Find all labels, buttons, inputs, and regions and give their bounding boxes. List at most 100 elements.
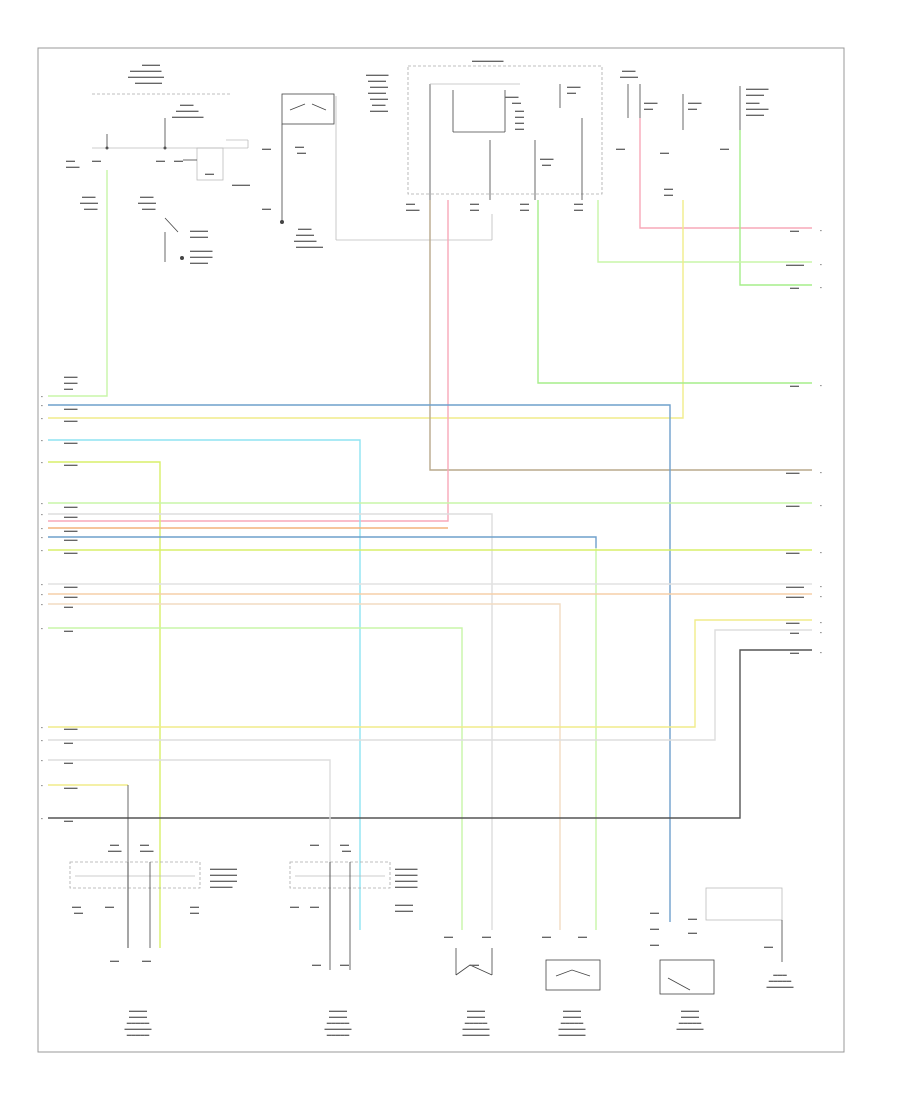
svg-text:▬▬▬: ▬▬▬ <box>298 226 312 231</box>
component-left-module: ▬▬ ▬▬▬ ▬▬ ▬▬▬ ▬▬▬▬▬▬ ▬▬▬▬▬▬ ▬▬▬▬▬▬ ▬▬▬▬▬… <box>69 842 238 1037</box>
svg-text:▬▬: ▬▬ <box>470 207 480 212</box>
svg-text:▬▬▬▬▬: ▬▬▬▬▬ <box>395 884 418 889</box>
svg-text:▬▬▬: ▬▬▬ <box>540 156 554 161</box>
svg-text:▬▬: ▬▬ <box>644 106 654 111</box>
center-top-component: ▬▬ ▬▬ ▬▬ ▬▬ ▬▬▬ ▬▬▬▬ ▬▬▬▬▬ ▬▬▬▬▬▬ <box>262 93 335 249</box>
svg-text:▬▬▬▬: ▬▬▬▬ <box>370 108 389 113</box>
svg-text:▬▬▬▬: ▬▬▬▬ <box>129 1008 148 1013</box>
svg-text:▬▬▬: ▬▬▬ <box>64 785 78 790</box>
svg-text:▬▬▬▬▬: ▬▬▬▬▬ <box>746 86 769 91</box>
svg-text:▬▬▬: ▬▬▬ <box>688 100 702 105</box>
svg-text:▬▬▬▬▬▬: ▬▬▬▬▬▬ <box>463 1032 491 1037</box>
svg-text:▬▬▬▬▬: ▬▬▬▬▬ <box>366 72 389 77</box>
svg-text:▬▬▬: ▬▬▬ <box>773 972 787 977</box>
component-left-mid-module: ▬▬ ▬▬ ▬▬ ▬▬▬▬▬ ▬▬▬▬▬ ▬▬▬▬▬ ▬▬▬▬▬ ▬▬▬▬ ▬▬… <box>289 842 418 1037</box>
svg-text:▬▬▬: ▬▬▬ <box>406 207 420 212</box>
svg-text:▬▬: ▬▬ <box>74 910 84 915</box>
svg-text:▬▬▬▬▬: ▬▬▬▬▬ <box>561 1020 584 1025</box>
svg-text:▬▬: ▬▬ <box>105 904 115 909</box>
svg-text:▬▬▬▬▬▬: ▬▬▬▬▬▬ <box>767 984 795 989</box>
wire-code-labels: ▬▬▬ ▬▬▬ ▬▬ ▬▬▬ ▬▬▬ ▬▬▬ ▬▬▬ ▬▬▬ ▬▬▬ ▬▬▬ ▬… <box>64 228 805 823</box>
svg-text:▬▬▬▬▬: ▬▬▬▬▬ <box>127 1032 150 1037</box>
svg-text:▬▬: ▬▬ <box>664 186 674 191</box>
svg-text:▬▬▬: ▬▬▬ <box>64 374 78 379</box>
svg-text:▬▬▬▬▬: ▬▬▬▬▬ <box>395 872 418 877</box>
svg-text:▬▬: ▬▬ <box>470 962 480 967</box>
left-terminal-marks: ▪ ▪ ▪ ▪ ▪ ▪ ▪ ▪ ▪ ▪ ▪ ▪ ▪ ▪ ▪ ▪ ▪ ▪ ▪ <box>41 394 43 821</box>
svg-text:▬▬: ▬▬ <box>72 904 82 909</box>
svg-text:▬▬▬▬▬: ▬▬▬▬▬ <box>190 248 213 253</box>
component-center-module: ▬▬ ▬▬ ▬▬ ▬▬▬▬ ▬▬▬▬ ▬▬▬▬▬ ▬▬▬▬▬▬ ▬▬▬▬▬▬ <box>444 934 493 1037</box>
svg-text:▪: ▪ <box>41 725 43 730</box>
svg-text:▪: ▪ <box>820 285 822 290</box>
svg-text:▬▬▬▬: ▬▬▬▬ <box>368 90 387 95</box>
svg-text:▪: ▪ <box>820 584 822 589</box>
svg-text:▪: ▪ <box>41 592 43 597</box>
svg-text:▬▬▬▬: ▬▬▬▬ <box>190 260 209 265</box>
svg-text:▪: ▪ <box>41 783 43 788</box>
svg-text:▬▬: ▬▬ <box>520 207 530 212</box>
svg-text:▪: ▪ <box>41 602 43 607</box>
svg-text:▪: ▪ <box>41 501 43 506</box>
svg-text:▬▬▬▬▬▬: ▬▬▬▬▬▬ <box>135 80 163 85</box>
svg-text:▬▬: ▬▬ <box>574 201 584 206</box>
svg-text:▬▬: ▬▬ <box>290 904 300 909</box>
right-terminal-marks: ▪ ▪ ▪ ▪ ▪ ▪ ▪ ▪ ▪ ▪ ▪ ▪ <box>820 228 822 655</box>
svg-text:▬▬: ▬▬ <box>310 842 320 847</box>
component-right-switch: ▬▬ ▬▬ ▬▬ ▬▬ ▬▬ ▬▬ ▬▬▬▬ ▬▬▬▬ ▬▬▬▬▬ ▬▬▬▬▬▬… <box>650 887 795 1031</box>
svg-text:▪: ▪ <box>41 403 43 408</box>
svg-text:▬▬: ▬▬ <box>515 108 525 113</box>
svg-text:▬▬▬▬: ▬▬▬▬ <box>467 1008 486 1013</box>
svg-text:▬▬▬▬: ▬▬▬▬ <box>190 228 209 233</box>
svg-text:▬▬▬▬▬: ▬▬▬▬▬ <box>176 108 199 113</box>
top-left-header: ▬▬▬▬ ▬▬▬▬▬▬▬ ▬▬▬▬▬▬▬▬ ▬▬▬▬▬▬ <box>92 62 232 95</box>
svg-text:▪: ▪ <box>820 630 822 635</box>
svg-text:▬▬▬: ▬▬▬ <box>786 620 800 625</box>
svg-text:▬▬▬▬: ▬▬▬▬ <box>746 92 765 97</box>
svg-text:▬▬▬: ▬▬▬ <box>64 514 78 519</box>
svg-text:▬▬: ▬▬ <box>64 604 74 609</box>
svg-text:▬▬: ▬▬ <box>515 114 525 119</box>
svg-text:▬▬: ▬▬ <box>688 916 698 921</box>
svg-text:▬▬▬: ▬▬▬ <box>64 584 78 589</box>
svg-text:▪: ▪ <box>820 262 822 267</box>
svg-text:▬▬▬▬: ▬▬▬▬ <box>80 200 99 205</box>
svg-text:▬▬▬▬: ▬▬▬▬ <box>681 1014 700 1019</box>
svg-text:▬▬: ▬▬ <box>650 926 660 931</box>
svg-text:▪: ▪ <box>820 594 822 599</box>
svg-text:▬▬▬▬▬▬▬▬: ▬▬▬▬▬▬▬▬ <box>128 74 165 79</box>
svg-text:▬▬: ▬▬ <box>64 386 74 391</box>
svg-text:▬▬▬: ▬▬▬ <box>64 440 78 445</box>
svg-text:▬▬: ▬▬ <box>342 848 352 853</box>
svg-text:▬▬▬▬▬: ▬▬▬▬▬ <box>190 254 213 259</box>
svg-text:▬▬: ▬▬ <box>790 228 800 233</box>
svg-text:▬▬▬: ▬▬▬ <box>82 194 96 199</box>
svg-text:▬▬▬▬▬▬: ▬▬▬▬▬▬ <box>677 1026 705 1031</box>
svg-text:▬▬▬▬▬: ▬▬▬▬▬ <box>327 1032 350 1037</box>
svg-text:▬▬: ▬▬ <box>515 126 525 131</box>
svg-text:▬▬▬▬▬: ▬▬▬▬▬ <box>679 1020 702 1025</box>
wires <box>48 118 812 948</box>
svg-text:▬▬▬: ▬▬▬ <box>786 550 800 555</box>
svg-text:▪: ▪ <box>41 512 43 517</box>
svg-text:▪: ▪ <box>41 526 43 531</box>
svg-text:▬▬▬: ▬▬▬ <box>84 206 98 211</box>
svg-text:▬▬▬▬▬▬▬: ▬▬▬▬▬▬▬ <box>130 68 162 73</box>
svg-text:▬▬▬▬▬▬: ▬▬▬▬▬▬ <box>559 1032 587 1037</box>
diagram-frame <box>37 47 845 1053</box>
svg-text:▬▬: ▬▬ <box>567 90 577 95</box>
svg-text:▬▬: ▬▬ <box>660 150 670 155</box>
svg-text:▬▬: ▬▬ <box>110 958 120 963</box>
svg-text:▬▬▬▬▬▬▬: ▬▬▬▬▬▬▬ <box>172 114 204 119</box>
svg-text:▬▬▬: ▬▬▬ <box>140 194 154 199</box>
svg-text:▬▬: ▬▬ <box>312 962 322 967</box>
svg-text:▬▬: ▬▬ <box>297 150 307 155</box>
svg-text:▬▬▬▬▬▬▬: ▬▬▬▬▬▬▬ <box>472 58 504 63</box>
svg-text:▬▬▬▬▬: ▬▬▬▬▬ <box>210 884 233 889</box>
svg-text:▬▬: ▬▬ <box>664 192 674 197</box>
svg-text:▪: ▪ <box>820 550 822 555</box>
svg-text:▪: ▪ <box>820 620 822 625</box>
svg-text:▬▬: ▬▬ <box>515 120 525 125</box>
svg-text:▪: ▪ <box>41 394 43 399</box>
svg-text:▬▬: ▬▬ <box>512 100 522 105</box>
